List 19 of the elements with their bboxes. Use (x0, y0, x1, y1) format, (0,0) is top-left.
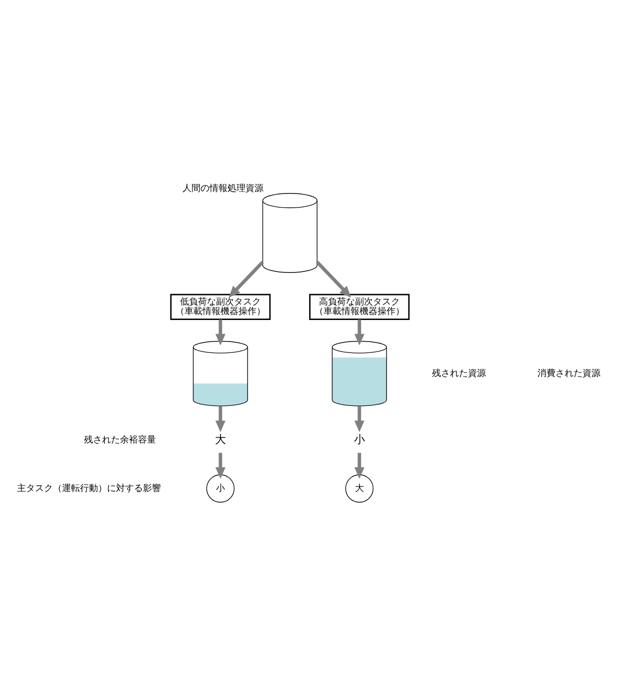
arrow (316, 260, 352, 298)
node-circle: 大 (345, 474, 374, 503)
arrow (215, 406, 226, 432)
node-text: 大 (214, 432, 226, 446)
label: 残された資源 (432, 368, 486, 379)
arrow (354, 320, 364, 346)
node-label: 人間の情報処理資源 (182, 184, 264, 194)
arrow (215, 452, 226, 479)
label: 消費された資源 (538, 368, 601, 379)
node-box: 高負荷な副次タスク （車載情報機器操作） (309, 294, 410, 320)
arrow (215, 320, 226, 346)
node-circle: 小 (206, 474, 235, 503)
node-text: 小 (354, 432, 365, 446)
arrow (354, 452, 364, 479)
label: 主タスク（運転行動）に対する影響 (17, 484, 162, 494)
label: 残された余裕容量 (84, 436, 156, 446)
arrow (354, 406, 364, 432)
arrow (228, 260, 264, 298)
node-box: 低負荷な副次タスク （車載情報機器操作） (170, 294, 271, 320)
